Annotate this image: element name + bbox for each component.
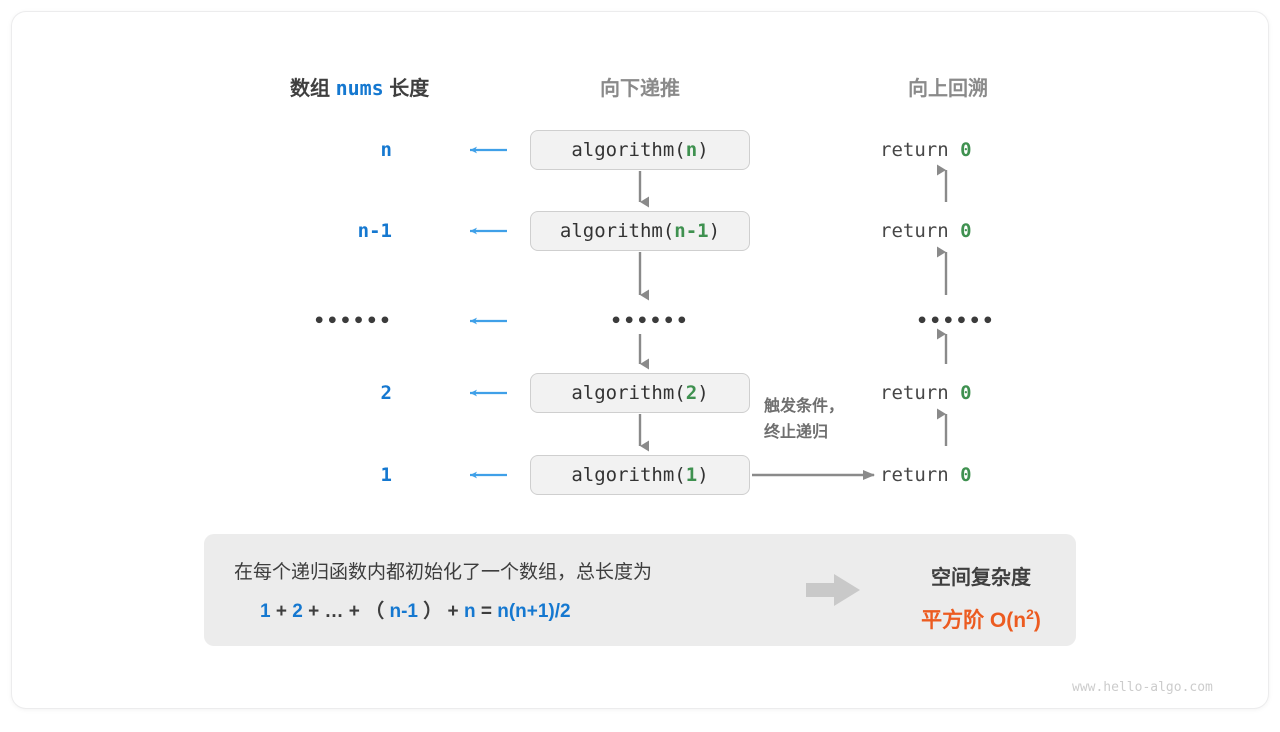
return-value: 0 <box>960 220 972 242</box>
summary-result-value: 平方阶 O(n2) <box>896 604 1066 634</box>
summary-result-block: 空间复杂度 平方阶 O(n2) <box>896 561 1066 634</box>
call-arg: n-1 <box>674 220 709 242</box>
header-backtrack-up: 向上回溯 <box>908 78 988 100</box>
gray-block-arrow-icon <box>804 572 864 608</box>
formula-token: + <box>348 601 360 622</box>
summary-result-title: 空间复杂度 <box>931 567 1031 589</box>
header-array-length: 数组 nums 长度 <box>290 72 429 101</box>
length-label-row-3: 2 <box>380 382 392 404</box>
length-label-row-0: n <box>380 139 392 161</box>
return-keyword: return <box>880 139 961 161</box>
call-arg: 2 <box>685 382 698 404</box>
call-prefix: algorithm( <box>571 464 686 486</box>
return-label-row-1: return 0 <box>880 220 972 242</box>
summary-text-block: 在每个递归函数内都初始化了一个数组，总长度为 1 + 2 + … + （ n-1… <box>204 557 652 623</box>
return-keyword: return <box>880 382 961 404</box>
call-suffix: ) <box>697 382 709 404</box>
return-value: 0 <box>960 382 972 404</box>
call-prefix: algorithm( <box>559 220 675 242</box>
summary-value-suffix: ) <box>1033 609 1041 632</box>
return-label-row-4: return 0 <box>880 464 972 486</box>
formula-token: + <box>447 601 459 622</box>
formula-token: n(n+1)/2 <box>497 601 571 622</box>
call-suffix: ) <box>697 139 709 161</box>
return-label-row-3: return 0 <box>880 382 972 404</box>
formula-token: + <box>308 601 320 622</box>
return-value: 0 <box>960 139 972 161</box>
call-box-row-3[interactable]: algorithm(2) <box>530 373 750 413</box>
return-keyword: return <box>880 220 961 242</box>
return-ellipsis-row-2: •••••• <box>916 310 995 332</box>
length-label-row-1: n-1 <box>357 220 392 242</box>
formula-token: + <box>275 601 287 622</box>
diagram-canvas: 数组 nums 长度 向下递推 向上回溯 <box>12 12 1268 708</box>
return-keyword: return <box>880 464 961 486</box>
call-prefix: algorithm( <box>571 139 686 161</box>
header-array-prefix: 数组 <box>290 78 330 100</box>
site-watermark: www.hello-algo.com <box>1072 680 1213 695</box>
return-value: 0 <box>960 464 972 486</box>
call-suffix: ) <box>708 220 721 242</box>
formula-token: 2 <box>292 601 303 622</box>
termination-annotation-line2: 终止递归 <box>764 424 829 441</box>
header-array-varname: nums <box>335 76 384 100</box>
termination-annotation-line1: 触发条件， <box>764 398 845 415</box>
call-prefix: algorithm( <box>571 382 686 404</box>
call-box-row-1[interactable]: algorithm(n-1) <box>530 211 750 251</box>
termination-annotation: 触发条件， 终止递归 <box>764 394 844 446</box>
formula-token: … <box>324 601 344 622</box>
summary-panel: 在每个递归函数内都初始化了一个数组，总长度为 1 + 2 + … + （ n-1… <box>204 534 1076 646</box>
summary-formula: 1 + 2 + … + （ n-1 ） + n = n(n+1)/2 <box>234 596 652 623</box>
formula-token: n <box>463 601 476 622</box>
length-label-row-2-ellipsis: •••••• <box>313 310 392 332</box>
formula-token: ） <box>423 601 443 622</box>
header-array-suffix: 长度 <box>389 78 430 100</box>
formula-token: （ <box>365 601 385 622</box>
formula-token: n-1 <box>389 601 418 622</box>
summary-value-exponent: 2 <box>1026 606 1034 622</box>
call-arg: n <box>685 139 698 161</box>
call-ellipsis-row-2: •••••• <box>610 310 689 332</box>
call-arg: 1 <box>685 464 698 486</box>
summary-description: 在每个递归函数内都初始化了一个数组，总长度为 <box>234 562 653 583</box>
summary-value-prefix: 平方阶 O(n <box>921 609 1027 632</box>
call-box-row-4[interactable]: algorithm(1) <box>530 455 750 495</box>
call-box-row-0[interactable]: algorithm(n) <box>530 130 750 170</box>
return-label-row-0: return 0 <box>880 139 972 161</box>
formula-token: = <box>480 601 492 622</box>
length-label-row-4: 1 <box>380 464 392 486</box>
formula-token: 1 <box>260 601 271 622</box>
call-suffix: ) <box>697 464 709 486</box>
header-recurse-down: 向下递推 <box>600 78 680 100</box>
